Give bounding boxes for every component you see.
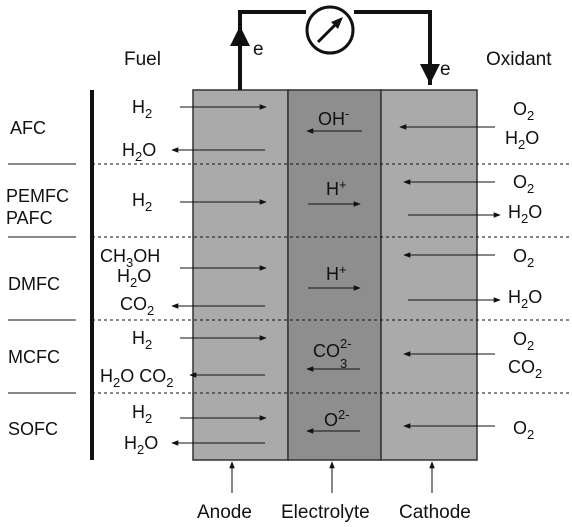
pemfc-ox-in: O2 xyxy=(513,172,534,196)
electrolyte-panel xyxy=(287,89,382,461)
type-afc: AFC xyxy=(10,118,46,138)
mcfc-fuel-out: H2O CO2 xyxy=(100,366,173,390)
afc-ox-out: H2O xyxy=(505,128,539,152)
afc-fuel-in: H2 xyxy=(132,97,152,121)
fuel-label: Fuel xyxy=(124,49,161,70)
anode-panel xyxy=(192,89,289,461)
anode-label: Anode xyxy=(197,502,252,523)
electron-label-left: e xyxy=(253,39,264,60)
type-mcfc: MCFC xyxy=(8,347,60,367)
cathode-label: Cathode xyxy=(399,502,471,523)
sofc-fuel-out: H2O xyxy=(124,433,158,457)
sofc-fuel-in: H2 xyxy=(132,402,152,426)
sofc-ox-in: O2 xyxy=(513,418,534,442)
dmfc-ox-in: O2 xyxy=(513,246,534,270)
mcfc-ox-in-1: O2 xyxy=(513,329,534,353)
cathode-panel xyxy=(380,89,478,461)
electron-label-right: e xyxy=(440,59,451,80)
afc-ion: OH- xyxy=(318,106,349,129)
dmfc-ion: H+ xyxy=(326,262,347,284)
type-pafc: PAFC xyxy=(6,208,53,228)
pemfc-ox-out: H2O xyxy=(508,202,542,226)
mcfc-ox-in-2: CO2 xyxy=(508,357,542,381)
sofc-ion: O2- xyxy=(324,407,350,430)
row-separators xyxy=(8,163,572,394)
afc-fuel-out: H2O xyxy=(122,140,156,164)
dmfc-fuel-in-2: H2O xyxy=(117,266,151,290)
oxidant-label: Oxidant xyxy=(486,49,552,70)
dmfc-fuel-out: CO2 xyxy=(120,294,154,318)
mcfc-fuel-in: H2 xyxy=(132,328,152,352)
dmfc-ox-out: H2O xyxy=(508,287,542,311)
type-dmfc: DMFC xyxy=(8,274,60,294)
dmfc-fuel-in-1: CH3OH xyxy=(100,246,160,270)
type-pemfc: PEMFC xyxy=(6,186,69,206)
electrolyte-label: Electrolyte xyxy=(281,502,370,523)
meter-icon xyxy=(305,5,355,55)
type-sofc: SOFC xyxy=(8,419,58,439)
mcfc-ion: CO32- xyxy=(313,336,352,371)
afc-ox-in: O2 xyxy=(513,99,534,123)
pemfc-fuel-in: H2 xyxy=(132,190,152,214)
flow-arrows xyxy=(171,104,501,493)
pemfc-ion: H+ xyxy=(326,177,347,199)
